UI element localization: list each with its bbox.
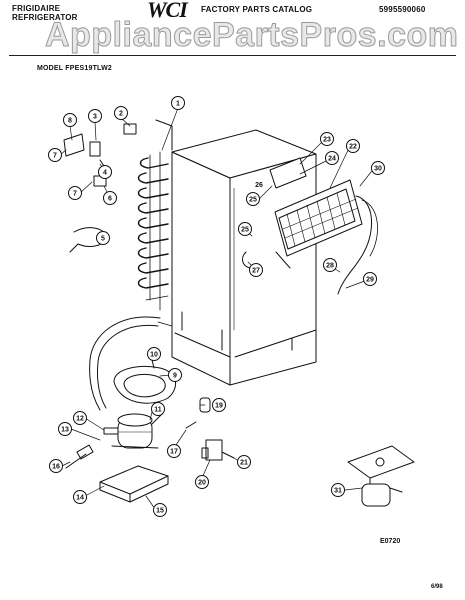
wci-logo: WCI — [147, 0, 188, 22]
svg-text:27: 27 — [252, 268, 260, 275]
callout-17: 17 — [167, 444, 181, 458]
callout-23: 23 — [320, 132, 334, 146]
svg-text:30: 30 — [374, 166, 382, 173]
svg-text:13: 13 — [61, 427, 69, 434]
compressor — [103, 413, 163, 449]
compressor-base — [99, 465, 169, 503]
svg-text:1: 1 — [176, 101, 180, 108]
svg-text:3: 3 — [93, 114, 97, 121]
svg-text:25: 25 — [249, 197, 257, 204]
callout-26: 26 — [255, 182, 263, 189]
svg-text:5: 5 — [101, 236, 105, 243]
svg-text:8: 8 — [68, 118, 72, 125]
svg-text:31: 31 — [334, 488, 342, 495]
callout-26-label: 26 — [255, 182, 263, 189]
callout-6: 6 — [103, 191, 117, 205]
callout-11: 11 — [151, 402, 165, 416]
callout-8: 8 — [63, 113, 77, 127]
figure-id: E0720 — [380, 538, 401, 545]
callout-29: 29 — [363, 272, 377, 286]
callout-27: 27 — [249, 263, 263, 277]
filter-drier — [65, 444, 94, 469]
svg-text:17: 17 — [170, 449, 178, 456]
svg-text:20: 20 — [198, 480, 206, 487]
evaporator — [269, 157, 378, 295]
catalog-number: 5995590060 — [379, 5, 426, 14]
svg-text:9: 9 — [173, 373, 177, 380]
callout-25a: 25 — [246, 192, 260, 206]
svg-text:29: 29 — [366, 277, 374, 284]
callout-24: 24 — [325, 151, 339, 165]
svg-text:6: 6 — [108, 196, 112, 203]
svg-text:14: 14 — [76, 495, 84, 502]
callout-28: 28 — [323, 258, 337, 272]
svg-text:2: 2 — [119, 111, 123, 118]
drain-pan — [113, 359, 176, 404]
callout-2: 2 — [114, 106, 128, 120]
callout-25b: 25 — [238, 222, 252, 236]
svg-text:7: 7 — [73, 191, 77, 198]
callout-9: 9 — [168, 368, 182, 382]
svg-text:25: 25 — [241, 227, 249, 234]
callout-5: 5 — [96, 231, 110, 245]
callout-20: 20 — [195, 475, 209, 489]
control-parts — [63, 123, 137, 187]
callout-31: 31 — [331, 483, 345, 497]
relay-overload-assembly — [185, 397, 235, 461]
svg-text:7: 7 — [53, 153, 57, 160]
callout-19: 19 — [212, 398, 226, 412]
svg-text:23: 23 — [323, 137, 331, 144]
model-label: MODEL FPES19TLW2 — [37, 65, 113, 72]
svg-text:11: 11 — [154, 407, 162, 414]
svg-text:22: 22 — [349, 144, 357, 151]
catalog-title: FACTORY PARTS CATALOG — [201, 5, 313, 14]
watermark: AppliancePartsPros.com — [44, 16, 459, 55]
header-divider — [9, 55, 456, 56]
svg-text:24: 24 — [328, 156, 336, 163]
callout-30: 30 — [371, 161, 385, 175]
callout-14: 14 — [73, 490, 87, 504]
relay-detail — [347, 445, 415, 507]
svg-text:15: 15 — [156, 508, 164, 515]
callout-1: 1 — [171, 96, 185, 110]
rear-condenser-coil — [137, 119, 173, 311]
category-label: REFRIGERATOR — [12, 13, 78, 22]
svg-text:21: 21 — [240, 460, 248, 467]
callout-4: 4 — [98, 165, 112, 179]
callout-13: 13 — [58, 422, 72, 436]
callout-21: 21 — [237, 455, 251, 469]
svg-text:4: 4 — [103, 170, 107, 177]
svg-text:16: 16 — [52, 464, 60, 471]
callout-12: 12 — [73, 411, 87, 425]
callout-3: 3 — [88, 109, 102, 123]
svg-text:10: 10 — [150, 352, 158, 359]
svg-text:19: 19 — [215, 403, 223, 410]
svg-text:28: 28 — [326, 263, 334, 270]
brand-label: FRIGIDAIRE — [12, 4, 61, 13]
drain-tube — [89, 316, 173, 411]
callout-7a: 7 — [48, 148, 62, 162]
callout-22: 22 — [346, 139, 360, 153]
callout-15: 15 — [153, 503, 167, 517]
callout-10: 10 — [147, 347, 161, 361]
callout-7b: 7 — [68, 186, 82, 200]
date-code: 6/98 — [431, 584, 443, 590]
svg-text:12: 12 — [76, 416, 84, 423]
callout-16: 16 — [49, 459, 63, 473]
